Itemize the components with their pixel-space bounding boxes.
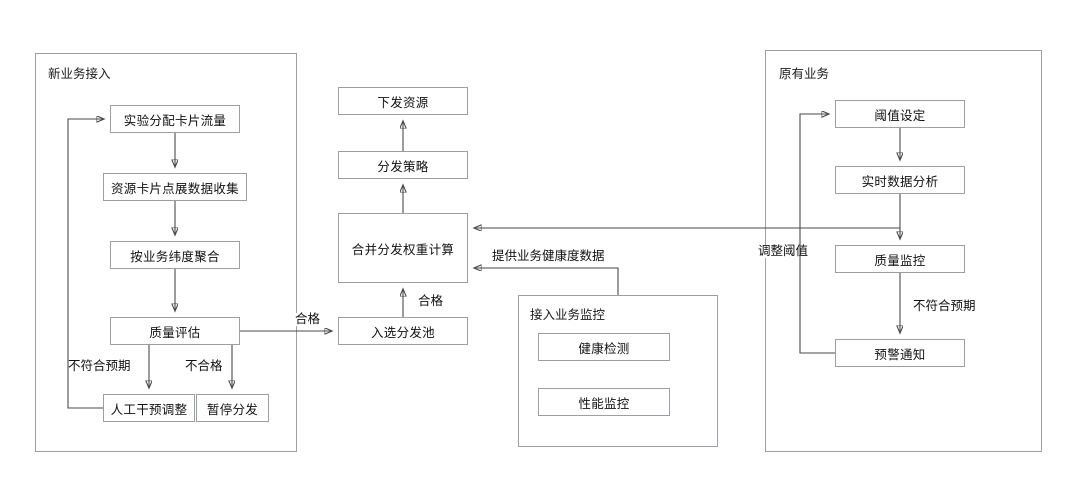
group-legacy-business-title: 原有业务 — [779, 66, 830, 81]
node-quality-eval[interactable]: 质量评估 — [110, 317, 240, 345]
edge-label-adjust-threshold: 调整阈值 — [757, 243, 810, 258]
node-dispatch-policy[interactable]: 分发策略 — [338, 151, 468, 179]
group-new-business — [35, 53, 297, 452]
node-aggregate[interactable]: 按业务纬度聚合 — [110, 241, 240, 269]
group-new-business-title: 新业务接入 — [48, 66, 111, 81]
edge-label-not-expected-left: 不符合预期 — [67, 358, 132, 373]
node-perf-monitor[interactable]: 性能监控 — [538, 388, 670, 416]
node-card-collect[interactable]: 资源卡片点展数据收集 — [103, 173, 247, 201]
edge-label-health-data: 提供业务健康度数据 — [491, 248, 606, 263]
node-realtime-analysis[interactable]: 实时数据分析 — [835, 166, 965, 194]
edge-label-pass-to-merge: 合格 — [417, 293, 445, 308]
node-merge-weight[interactable]: 合并分发权重计算 — [338, 213, 468, 283]
node-dispatch-resource[interactable]: 下发资源 — [338, 87, 468, 115]
group-access-monitor-title: 接入业务监控 — [530, 307, 606, 322]
edge-label-pass-to-pool: 合格 — [294, 311, 322, 326]
node-selected-pool[interactable]: 入选分发池 — [338, 317, 468, 345]
group-access-monitor — [518, 295, 718, 447]
node-manual-adjust[interactable]: 人工干预调整 — [103, 394, 195, 422]
node-exp-alloc[interactable]: 实验分配卡片流量 — [110, 105, 240, 133]
edge-label-not-qualified: 不合格 — [184, 358, 224, 373]
node-quality-monitor[interactable]: 质量监控 — [835, 245, 965, 273]
edge-label-not-expected-right: 不符合预期 — [912, 298, 977, 313]
node-alert-notify[interactable]: 预警通知 — [835, 339, 965, 367]
node-health-check[interactable]: 健康检测 — [538, 333, 670, 361]
node-threshold-set[interactable]: 阈值设定 — [835, 100, 965, 128]
node-pause-dist[interactable]: 暂停分发 — [196, 394, 269, 422]
